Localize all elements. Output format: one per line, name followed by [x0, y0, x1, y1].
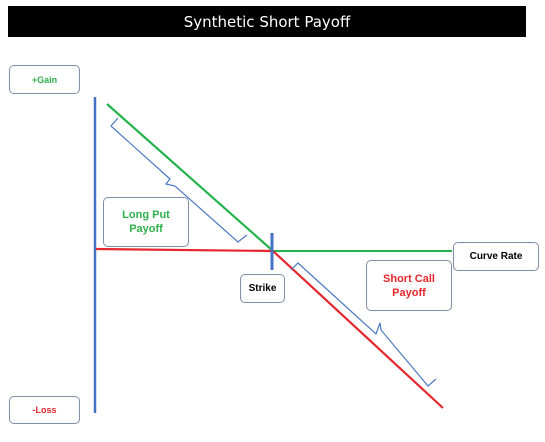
long-put-line-1: Long Put	[122, 209, 170, 221]
long-put-label: Long Put Payoff	[103, 197, 189, 247]
loss-label: -Loss	[9, 396, 80, 424]
long-put-payoff-line	[106, 103, 274, 252]
long-put-line-2: Payoff	[129, 223, 163, 235]
curve-rate-text: Curve Rate	[469, 251, 523, 262]
curve-rate-label: Curve Rate	[453, 242, 539, 271]
short-call-label: Short Call Payoff	[366, 260, 452, 311]
short-call-line-2: Payoff	[392, 286, 426, 299]
gain-text: +Gain	[31, 74, 58, 85]
short-call-line-1: Short Call	[383, 272, 435, 285]
title-part-2: Short Payoff	[259, 12, 351, 31]
strike-text: Strike	[248, 283, 277, 294]
loss-text: -Loss	[32, 405, 57, 415]
title-bar: Synthetic Short Payoff	[8, 6, 526, 37]
short-call-payoff-line	[272, 250, 444, 409]
short-call-brace	[290, 262, 437, 387]
zero-payoff-line	[95, 247, 274, 253]
gain-label: +Gain	[9, 65, 80, 94]
long-put-brace	[110, 117, 248, 243]
title-part-1: Synthetic	[183, 12, 255, 31]
strike-label: Strike	[240, 274, 285, 303]
